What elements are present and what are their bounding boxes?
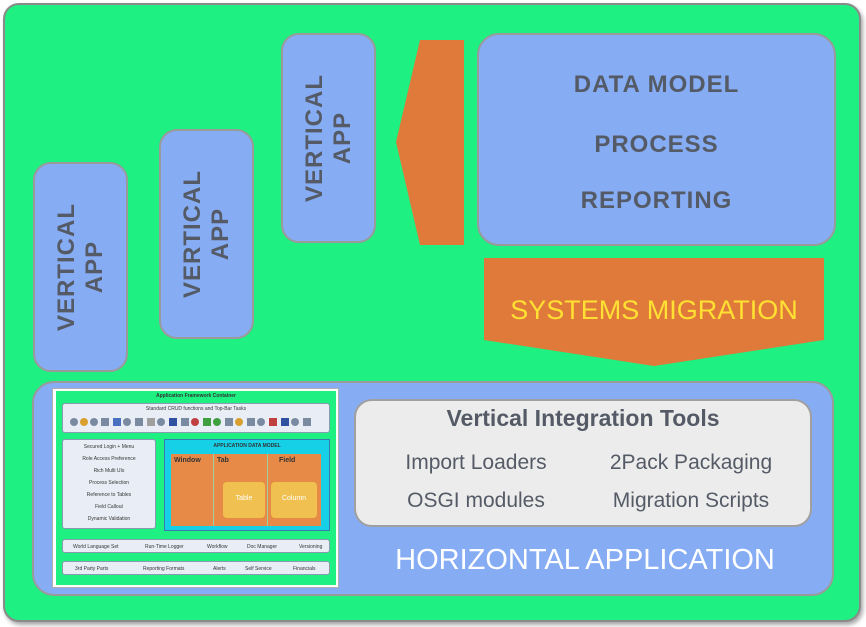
- services-item: Alerts: [213, 566, 226, 572]
- features-item: Dynamic Validation: [87, 516, 131, 522]
- services-item: Run-Time Logger: [145, 544, 184, 550]
- framework-container: Application Framework Container Standard…: [56, 391, 336, 585]
- systems-migration-label: SYSTEMS MIGRATION: [510, 295, 798, 325]
- data-model-label: DATA MODEL: [573, 71, 740, 98]
- vit-item-osgi: OSGI modules: [407, 489, 545, 512]
- thumbnail-title: Application Framework Container: [155, 393, 236, 399]
- services-item: Workflow: [207, 544, 228, 550]
- reporting-label: REPORTING: [580, 187, 733, 214]
- adm-window: Window: [174, 457, 201, 464]
- vertical-integration-tools-box: Vertical Integration Tools Import Loader…: [354, 399, 812, 527]
- adm-column-box: Column: [271, 482, 317, 518]
- vit-item-2pack: 2Pack Packaging: [609, 451, 773, 474]
- services-item: World Language Set: [73, 544, 119, 550]
- adm-title: APPLICATION DATA MODEL: [213, 443, 281, 449]
- crud-label: Standard CRUD functions and Top-Bar Task…: [145, 406, 247, 412]
- services-item: Financials: [293, 566, 316, 572]
- left-arrow-icon: [396, 40, 464, 245]
- features-item: Reference to Tables: [86, 492, 132, 498]
- features-list: Secured Login + Menu Role Access Prefere…: [62, 439, 156, 529]
- services-row-1: World Language Set Run-Time Logger Workf…: [62, 539, 330, 553]
- features-item: Secured Login + Menu: [83, 444, 135, 450]
- application-data-model: APPLICATION DATA MODEL Window Tab Field …: [164, 439, 330, 531]
- crud-bar: Standard CRUD functions and Top-Bar Task…: [62, 403, 330, 433]
- services-item: Reporting Formats: [143, 566, 185, 572]
- horizontal-application-label: HORIZONTAL APPLICATION: [395, 544, 775, 576]
- adm-tab: Tab: [217, 457, 229, 464]
- features-item: Field Callout: [95, 504, 123, 510]
- adm-table: Table: [235, 495, 253, 502]
- process-label: PROCESS: [594, 131, 719, 158]
- services-item: 3rd Party Parts: [75, 566, 109, 572]
- toolbar-icons: [70, 418, 311, 426]
- services-item: Self Service: [245, 566, 272, 572]
- services-row-2: 3rd Party Parts Reporting Formats Alerts…: [62, 561, 330, 575]
- services-item: Versioning: [299, 544, 323, 550]
- adm-column: Column: [281, 495, 307, 502]
- features-item: Process Selection: [88, 480, 130, 486]
- vit-title: Vertical Integration Tools: [446, 405, 720, 431]
- vit-item-import-loaders: Import Loaders: [405, 451, 547, 474]
- adm-table-box: Table: [223, 482, 265, 518]
- systems-migration-arrow-icon: [484, 258, 824, 366]
- features-item: Role Access Preference: [82, 456, 136, 462]
- features-item: Rich Multi UIs: [93, 468, 125, 474]
- vit-item-migration-scripts: Migration Scripts: [612, 489, 770, 512]
- adm-grid: Window Tab Field Table Column: [171, 454, 321, 526]
- adm-field: Field: [279, 457, 296, 464]
- data-model-box: DATA MODEL PROCESS REPORTING: [477, 33, 836, 246]
- services-item: Doc Manager: [247, 544, 278, 550]
